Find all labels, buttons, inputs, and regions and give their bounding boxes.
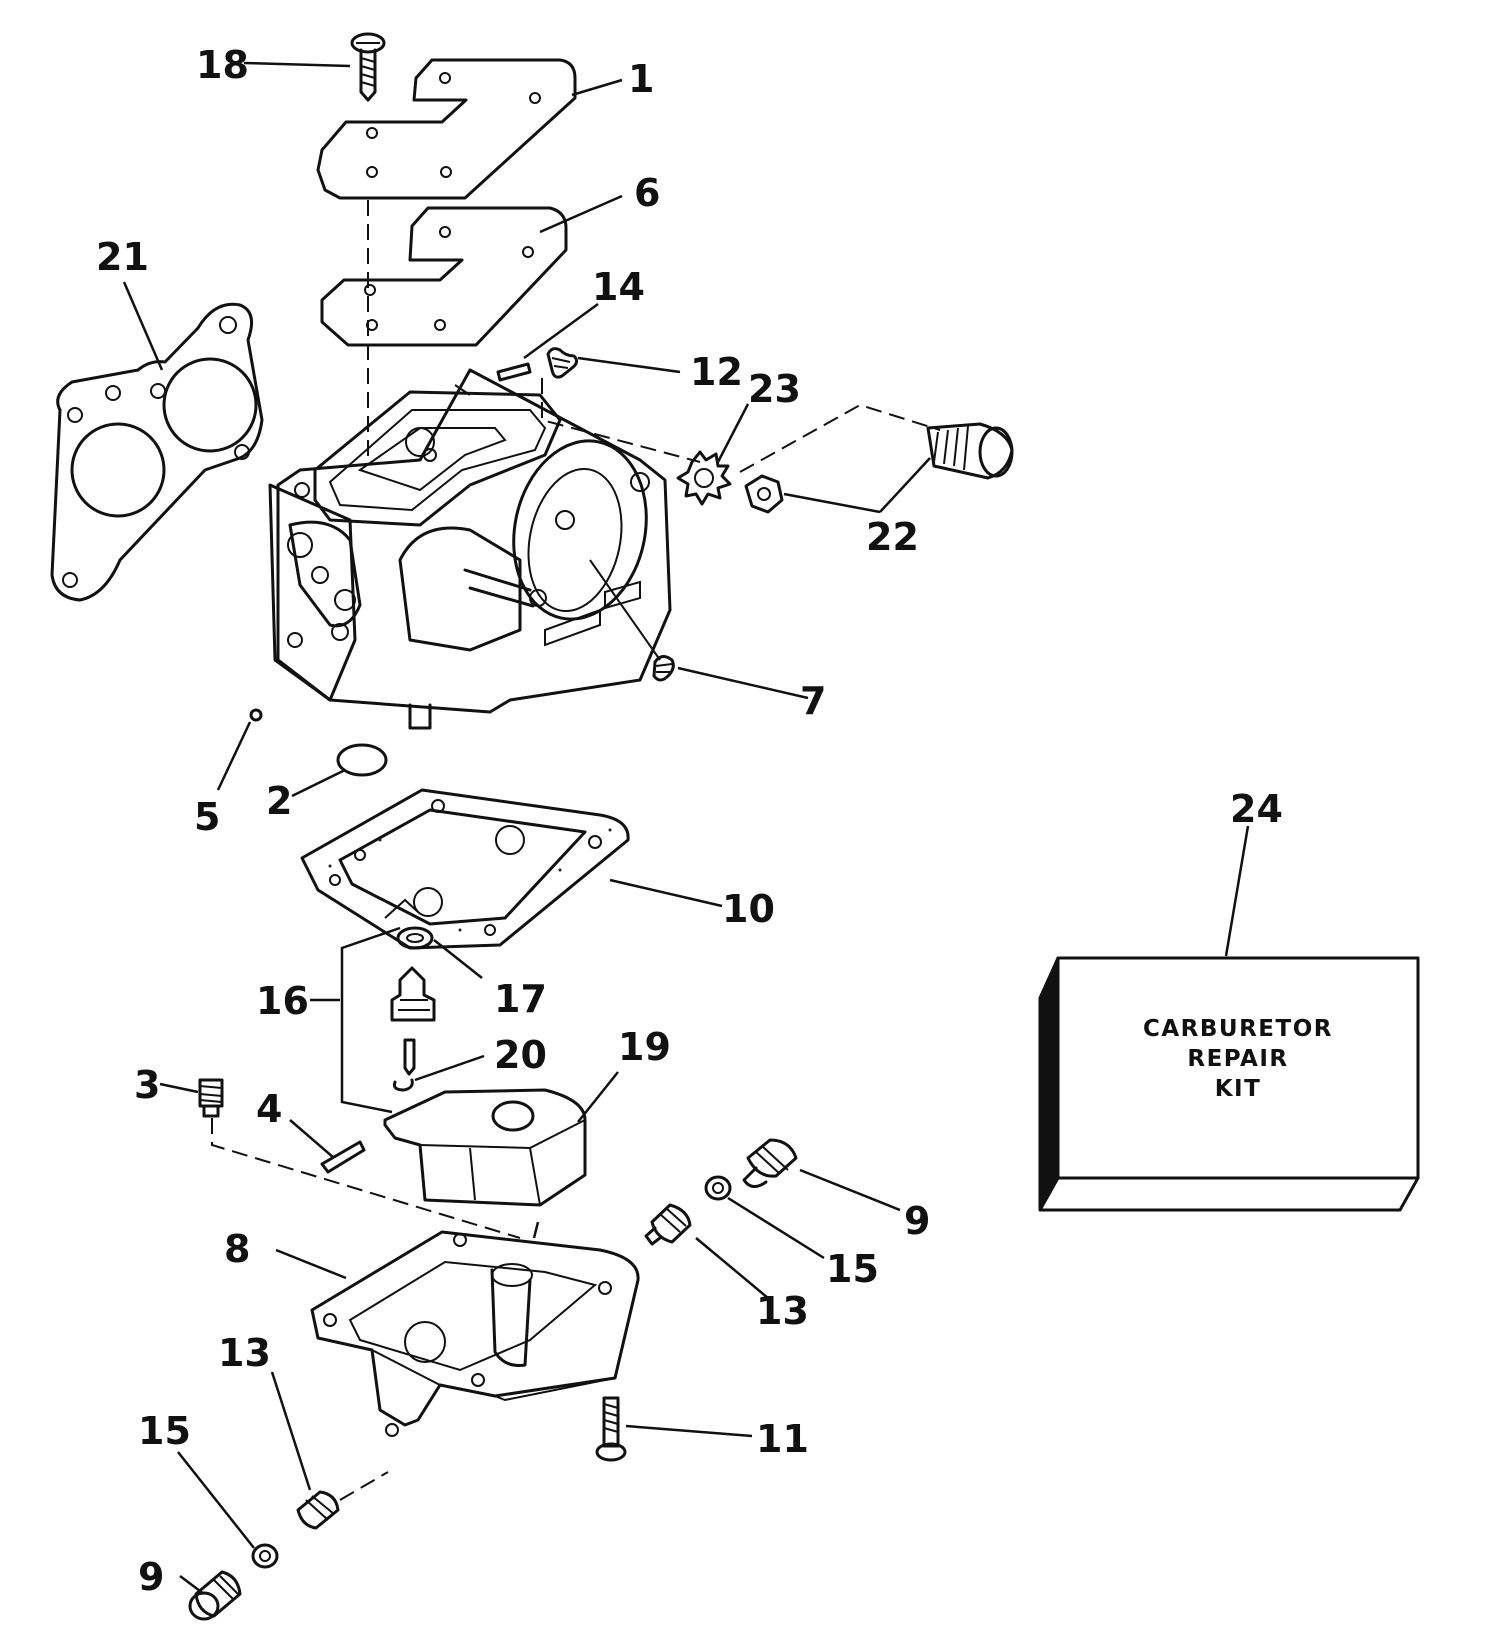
callout-13-upper: 13 bbox=[756, 1289, 809, 1333]
kit-line-2: REPAIR bbox=[1187, 1046, 1288, 1072]
callout-24: 24 bbox=[1230, 787, 1283, 831]
callout-4: 4 bbox=[256, 1087, 282, 1131]
part-15-washer-lower bbox=[251, 1543, 279, 1569]
callout-9-upper: 9 bbox=[904, 1199, 930, 1243]
callout-7: 7 bbox=[800, 679, 826, 723]
part-22-nut bbox=[744, 474, 784, 514]
part-6-cover-gasket bbox=[320, 206, 568, 347]
carburetor-body bbox=[268, 368, 672, 730]
part-13-mixture-screw-upper bbox=[644, 1203, 692, 1246]
callout-17: 17 bbox=[494, 977, 547, 1021]
callout-8: 8 bbox=[224, 1227, 250, 1271]
callout-15-upper: 15 bbox=[826, 1247, 879, 1291]
alignment-line-13-lower bbox=[339, 1471, 389, 1501]
part-12-spring bbox=[541, 347, 701, 463]
part-13-mixture-screw-lower bbox=[296, 1490, 340, 1530]
part-16-needle-valve-seat bbox=[390, 966, 436, 1022]
alignment-line-7 bbox=[589, 559, 661, 661]
callout-23: 23 bbox=[748, 367, 801, 411]
kit-line-3: KIT bbox=[1215, 1076, 1262, 1102]
callout-3: 3 bbox=[134, 1063, 160, 1107]
callout-16: 16 bbox=[256, 979, 309, 1023]
leader-lines bbox=[122, 61, 1250, 1595]
part-19-float bbox=[383, 1088, 587, 1207]
callout-21: 21 bbox=[96, 235, 149, 279]
bracket-16 bbox=[340, 926, 401, 1114]
part-24-repair-kit-box bbox=[1038, 956, 1420, 1212]
alignment-line-3 bbox=[211, 1118, 521, 1239]
callout-5: 5 bbox=[194, 795, 220, 839]
part-3-jet bbox=[198, 1078, 224, 1118]
part-17-washer bbox=[396, 926, 434, 950]
callout-13-lower: 13 bbox=[218, 1331, 271, 1375]
part-10-bowl-gasket bbox=[300, 788, 630, 950]
callout-6: 6 bbox=[634, 171, 660, 215]
part-1-cover-plate bbox=[316, 58, 577, 200]
callout-labels: 18 1 6 21 14 12 23 22 7 5 2 10 24 17 16 … bbox=[96, 43, 1283, 1599]
callout-12: 12 bbox=[690, 350, 743, 394]
callout-10: 10 bbox=[722, 887, 775, 931]
callout-20: 20 bbox=[494, 1033, 547, 1077]
callout-1: 1 bbox=[628, 57, 654, 101]
part-22-bolt bbox=[926, 422, 1014, 480]
callout-19: 19 bbox=[618, 1025, 671, 1069]
part-23-lock-washer bbox=[676, 450, 732, 506]
kit-line-1: CARBURETOR bbox=[1143, 1016, 1333, 1042]
part-9-plug-screw-lower bbox=[188, 1570, 242, 1621]
part-9-plug-screw-upper bbox=[742, 1138, 798, 1188]
part-5-ball bbox=[249, 708, 263, 722]
callout-11: 11 bbox=[756, 1417, 809, 1461]
repair-kit-label: CARBURETOR REPAIR KIT bbox=[1143, 1016, 1333, 1102]
callout-9-lower: 9 bbox=[138, 1555, 164, 1599]
part-21-flange-gasket bbox=[50, 302, 264, 602]
part-15-washer-upper bbox=[704, 1175, 732, 1201]
callout-14: 14 bbox=[592, 265, 645, 309]
part-7-spring bbox=[652, 655, 675, 682]
part-11-bolt bbox=[595, 1396, 627, 1462]
part-4-pin bbox=[320, 1140, 366, 1174]
part-8-float-bowl bbox=[310, 1230, 640, 1437]
callout-2: 2 bbox=[266, 779, 292, 823]
callout-18: 18 bbox=[196, 43, 249, 87]
part-2-disc bbox=[336, 743, 388, 777]
alignment-line-22 bbox=[739, 403, 941, 473]
callout-15-lower: 15 bbox=[138, 1409, 191, 1453]
callout-22: 22 bbox=[866, 515, 919, 559]
part-20-needle-clip bbox=[392, 1038, 416, 1092]
part-18-screw bbox=[350, 32, 386, 102]
part-14-pin bbox=[496, 362, 532, 382]
